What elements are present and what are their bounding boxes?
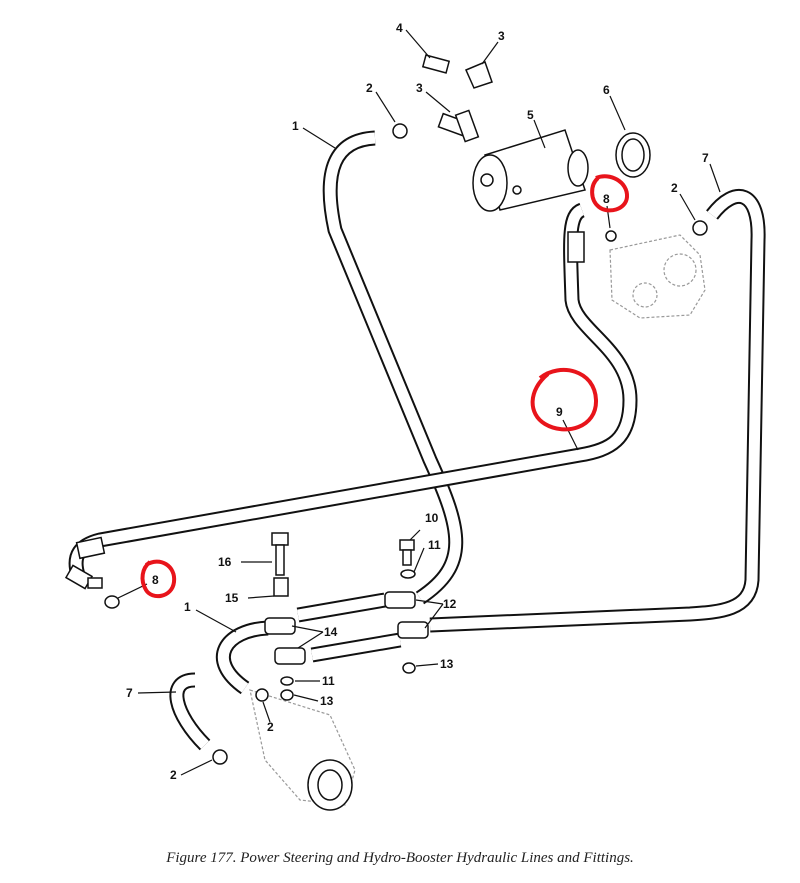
callout-2: 2: [366, 81, 373, 95]
callout-5: 5: [527, 108, 534, 122]
highlight-circle-9: [530, 368, 599, 432]
callout-2: 2: [671, 181, 678, 195]
callout-12: 12: [443, 597, 457, 611]
callout-11: 11: [428, 538, 441, 552]
bolt-10: [399, 539, 416, 579]
callout-6: 6: [603, 83, 610, 97]
callout-8: 8: [152, 573, 159, 587]
callout-4: 4: [396, 21, 403, 35]
clamps-12-14: [264, 591, 429, 665]
hose-7-lower: [169, 672, 211, 751]
callout-3: 3: [416, 81, 423, 95]
callout-14: 14: [324, 625, 338, 639]
bolt-16: [271, 532, 289, 597]
reservoir-body-5: [472, 129, 589, 212]
callout-11: 11: [322, 674, 335, 688]
callout-8: 8: [603, 192, 610, 206]
end-fittings: [64, 231, 585, 590]
hose-1-upper: [322, 130, 464, 605]
hose-7-right: [429, 189, 766, 633]
hose-clamps-2: [212, 123, 708, 765]
callout-1: 1: [292, 119, 299, 133]
highlight-circle-8-lower: [140, 559, 177, 599]
figure-caption: Figure 177. Power Steering and Hydro-Boo…: [166, 850, 634, 866]
highlight-circle-8-upper: [590, 174, 629, 213]
callout-7: 7: [702, 151, 709, 165]
callout-9: 9: [556, 405, 563, 419]
callout-16: 16: [218, 555, 232, 569]
hose-1-lower: [216, 620, 269, 695]
callout-13: 13: [320, 694, 334, 708]
callout-3: 3: [498, 29, 505, 43]
callout-2: 2: [170, 768, 177, 782]
callout-10: 10: [425, 511, 439, 525]
red-highlight-marks: [140, 174, 629, 599]
callout-labels: 4 3 2 3 5 6 1 7 2 8 9 10 11 16 8 15 12 1…: [126, 21, 709, 782]
callout-1: 1: [184, 600, 191, 614]
fittings-3-4: [421, 54, 493, 143]
hydro-booster-outline: [249, 689, 356, 811]
clamp-ring-6: [615, 132, 651, 178]
callout-7: 7: [126, 686, 133, 700]
tube-segments: [296, 592, 402, 663]
callout-15: 15: [225, 591, 239, 605]
nuts-washers: [104, 230, 617, 701]
callout-13: 13: [440, 657, 454, 671]
callout-2: 2: [267, 720, 274, 734]
power-steering-pump-outline: [609, 234, 706, 319]
